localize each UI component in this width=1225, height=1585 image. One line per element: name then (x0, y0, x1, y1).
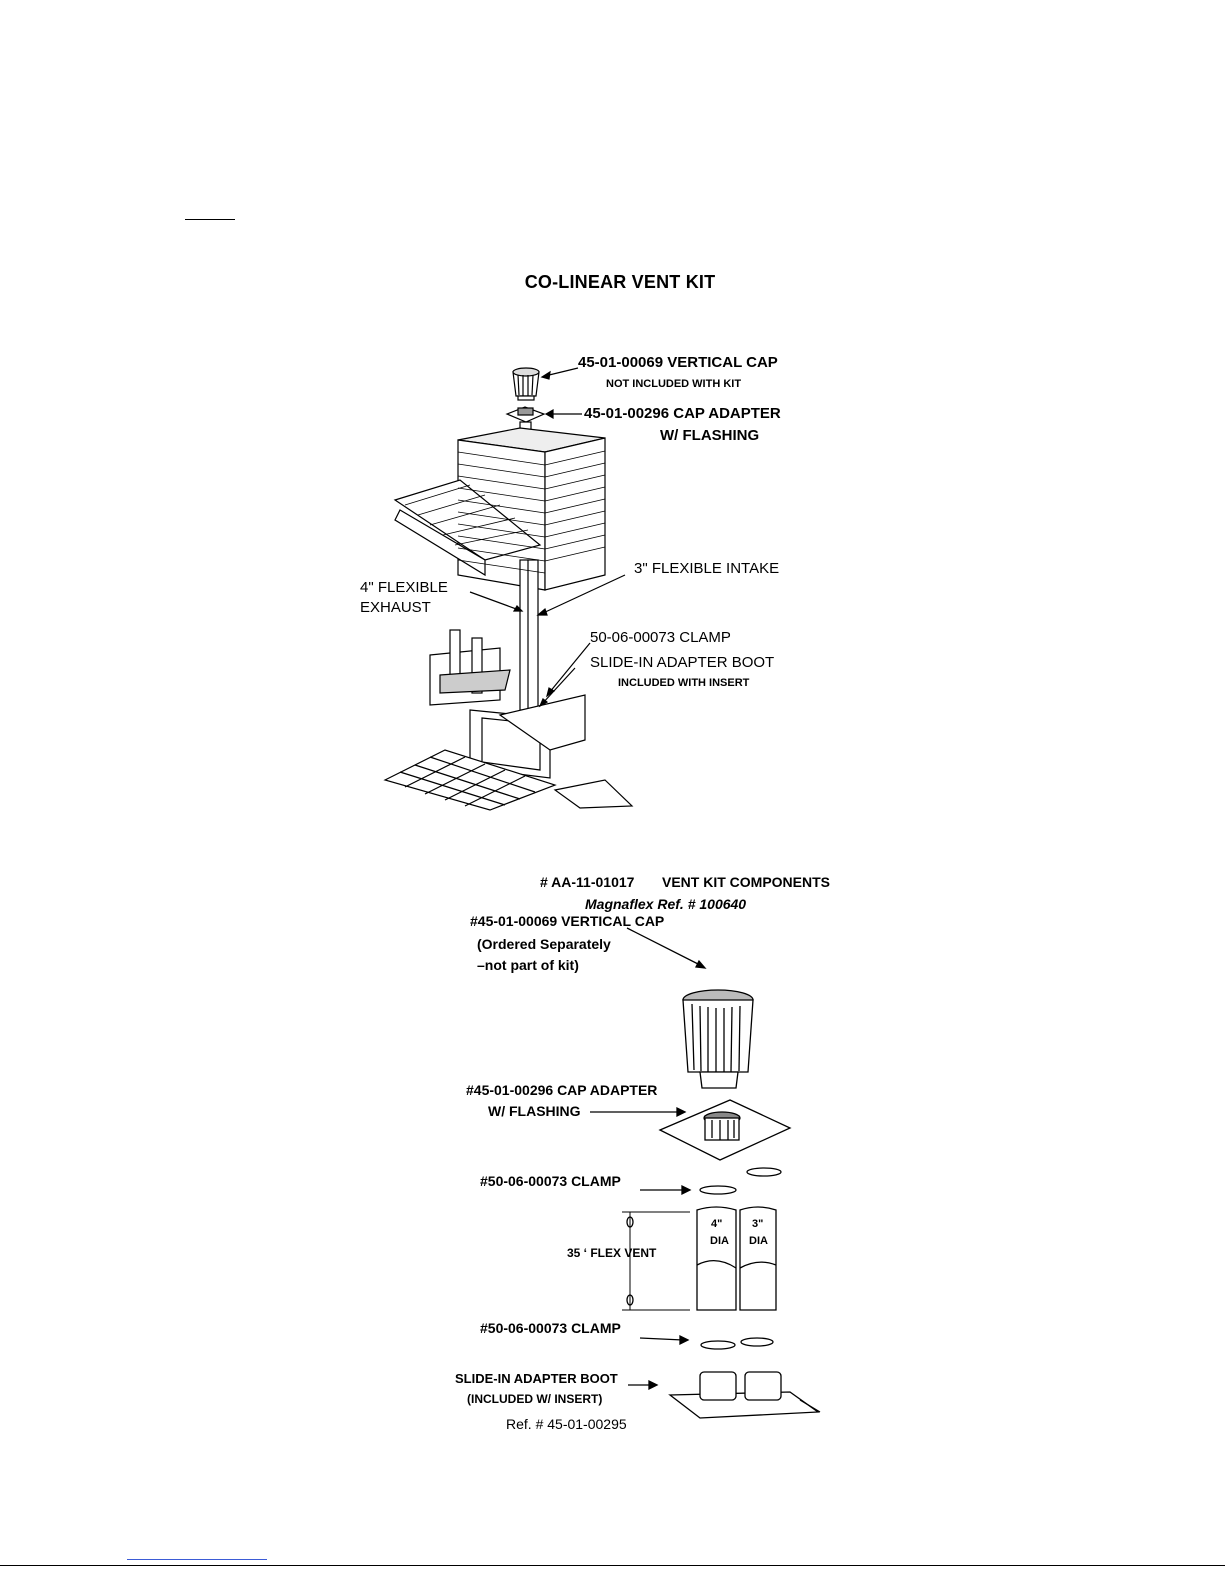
adapter-boot-illustration (668, 1371, 821, 1419)
top-vertical-cap-label: 45-01-00069 VERTICAL CAP (578, 354, 778, 371)
top-vertical-cap-illustration (512, 367, 540, 401)
exhaust-label-line2: EXHAUST (360, 599, 431, 616)
cap-adapter-illustration (658, 1099, 792, 1161)
flex-vent-illustration (696, 1206, 777, 1311)
cap-adapter-line2: W/ FLASHING (488, 1103, 581, 1119)
kit-number: # AA-11-01017 (540, 874, 635, 890)
exhaust-label-line1: 4" FLEXIBLE (360, 579, 448, 596)
boot-ref: Ref. # 45-01-00295 (506, 1416, 627, 1432)
kit-title: VENT KIT COMPONENTS (662, 874, 831, 890)
intake-label: 3" FLEXIBLE INTAKE (634, 560, 780, 577)
top-underline (185, 219, 235, 220)
magnaflex-ref: Magnaflex Ref. # 100640 (585, 896, 747, 912)
footer-rule (0, 1565, 1225, 1566)
top-cap-adapter-label: 45-01-00296 CAP ADAPTER (584, 405, 781, 422)
vertical-cap-label: #45-01-00069 VERTICAL CAP (470, 913, 665, 929)
dia-3-unit: DIA (749, 1235, 768, 1247)
clamp-bottom-label: #50-06-00073 CLAMP (480, 1320, 621, 1336)
dia-4-unit: DIA (710, 1235, 729, 1247)
boot-label-line2: (INCLUDED W/ INSERT) (467, 1392, 603, 1406)
page-title: CO-LINEAR VENT KIT (524, 272, 716, 292)
top-boot-note: INCLUDED WITH INSERT (618, 677, 750, 689)
top-clamp-label: 50-06-00073 CLAMP (590, 629, 731, 646)
ordered-separately-line2: –not part of kit) (477, 957, 579, 973)
dia-3-value: 3" (752, 1218, 764, 1230)
dia-4-value: 4" (711, 1218, 723, 1230)
boot-label-line1: SLIDE-IN ADAPTER BOOT (455, 1371, 618, 1386)
top-cap-adapter-line2: W/ FLASHING (660, 427, 760, 444)
flex-vent-label: 35 ‘ FLEX VENT (567, 1246, 657, 1260)
vertical-cap-illustration (682, 989, 754, 1089)
ordered-separately-line1: (Ordered Separately (477, 936, 611, 952)
top-vertical-cap-note: NOT INCLUDED WITH KIT (606, 378, 742, 390)
footnote-link-line (127, 1559, 267, 1560)
top-boot-label: SLIDE-IN ADAPTER BOOT (590, 654, 775, 671)
cap-adapter-label: #45-01-00296 CAP ADAPTER (466, 1082, 658, 1098)
clamp-top-label: #50-06-00073 CLAMP (480, 1173, 621, 1189)
